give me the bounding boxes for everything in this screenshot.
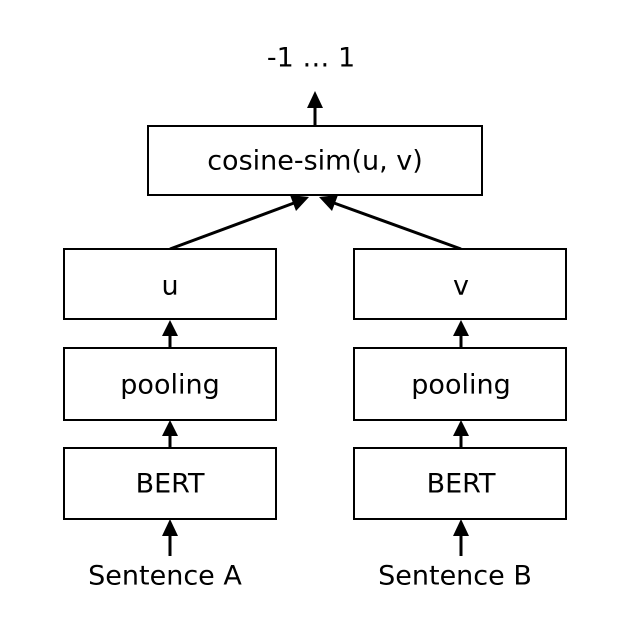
embedding-u-node: u: [63, 248, 277, 320]
pooling-b-node: pooling: [353, 347, 567, 421]
arrow-u-to-cosine: [169, 195, 309, 251]
arrow-bert-b-to-pooling: [453, 420, 469, 448]
arrow-sentence-a-to-bert: [162, 519, 178, 556]
arrow-pooling-a-to-u: [162, 320, 178, 348]
cosine-similarity-label: cosine-sim(u, v): [207, 146, 423, 177]
pooling-b-label: pooling: [411, 370, 510, 401]
arrow-pooling-b-to-v: [453, 320, 469, 348]
output-range-label: -1 … 1: [267, 43, 355, 74]
arrow-v-to-cosine: [319, 195, 462, 251]
sentence-b-label: Sentence B: [378, 561, 532, 592]
embedding-v-node: v: [353, 248, 567, 320]
embedding-v-label: v: [453, 271, 469, 302]
bert-b-label: BERT: [427, 469, 496, 500]
sentence-a-label: Sentence A: [88, 561, 242, 592]
embedding-u-label: u: [161, 271, 178, 302]
arrow-sentence-b-to-bert: [453, 519, 469, 556]
bert-b-node: BERT: [353, 447, 567, 520]
arrow-cosine-to-output: [307, 91, 323, 126]
pooling-a-label: pooling: [120, 370, 219, 401]
bert-a-label: BERT: [136, 469, 205, 500]
bert-a-node: BERT: [63, 447, 277, 520]
pooling-a-node: pooling: [63, 347, 277, 421]
cosine-similarity-node: cosine-sim(u, v): [147, 125, 483, 196]
arrow-bert-a-to-pooling: [162, 420, 178, 448]
